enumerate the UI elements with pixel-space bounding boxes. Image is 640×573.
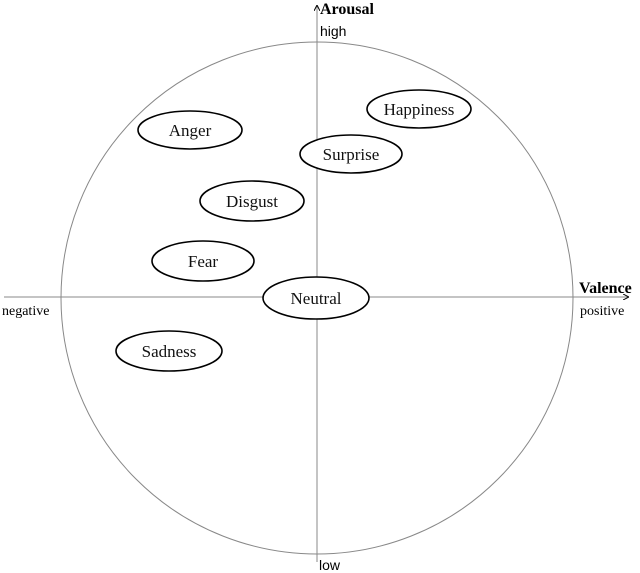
emotion-sadness-ellipse	[115, 330, 223, 372]
emotion-neutral: Neutral	[262, 276, 370, 320]
emotion-surprise-ellipse	[299, 134, 403, 174]
emotion-happiness-label: Happiness	[384, 100, 455, 119]
emotion-fear-ellipse	[151, 240, 255, 282]
emotion-happiness-ellipse	[366, 89, 472, 129]
low-label: low	[319, 557, 341, 573]
emotion-neutral-label: Neutral	[291, 289, 342, 308]
emotion-surprise-label: Surprise	[323, 145, 380, 164]
emotion-disgust-label: Disgust	[226, 192, 278, 211]
emotion-anger-label: Anger	[169, 121, 212, 140]
emotion-fear-label: Fear	[188, 252, 219, 271]
negative-label: negative	[2, 304, 49, 319]
emotion-surprise: Surprise	[299, 134, 403, 174]
emotion-disgust: Disgust	[199, 180, 305, 222]
emotion-neutral-ellipse	[262, 276, 370, 320]
emotion-sadness-label: Sadness	[142, 342, 197, 361]
emotion-anger-ellipse	[137, 110, 243, 150]
arousal-title: Arousal	[320, 1, 374, 18]
emotion-fear: Fear	[151, 240, 255, 282]
high-label: high	[320, 23, 346, 39]
emotion-happiness: Happiness	[366, 89, 472, 129]
positive-label: positive	[580, 304, 624, 319]
emotion-sadness: Sadness	[115, 330, 223, 372]
emotion-anger: Anger	[137, 110, 243, 150]
emotion-disgust-ellipse	[199, 180, 305, 222]
valence-title: Valence	[579, 280, 632, 297]
